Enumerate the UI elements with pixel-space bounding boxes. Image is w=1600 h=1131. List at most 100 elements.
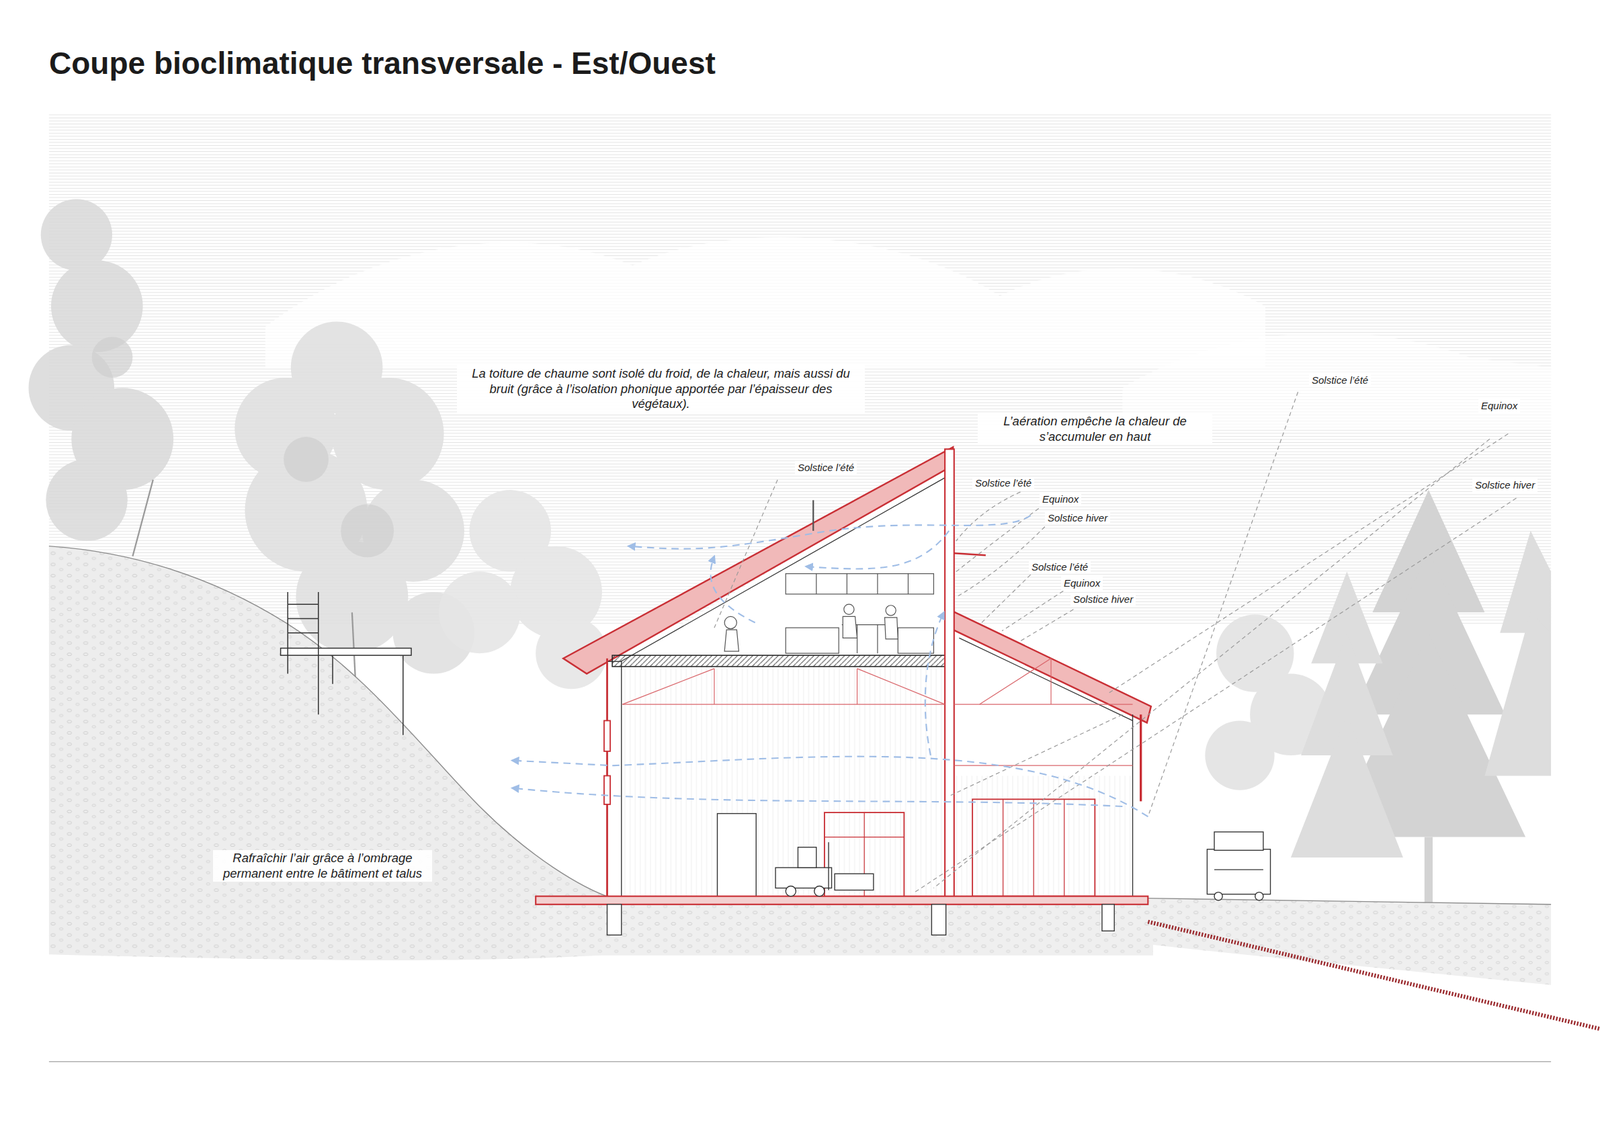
deck-part [402,655,404,735]
building-part [724,573,934,654]
sun-ray-lines-part [714,479,778,628]
deck-part [331,655,334,685]
building-part [609,665,946,898]
ground-part [49,546,613,961]
building-part-part [876,573,878,595]
building-part-part [797,847,816,868]
trees-part-part [340,503,394,558]
building-part-part [814,885,825,896]
trees-part-part [1484,612,1551,776]
building-part-part [954,703,1133,705]
sun-angle-label: Equinox [1039,492,1082,507]
building-part [950,610,1152,723]
building-part-part [885,605,896,616]
sun-angle-label: Solstice hiver [1070,592,1136,607]
sun-ray-lines-part [1020,609,1074,642]
ground-part [1147,898,1551,986]
sun-angle-label: Solstice l’été [1028,560,1091,574]
building-part [824,836,904,838]
trees-part-part [1204,720,1275,790]
truck [1206,831,1271,901]
sun-angle-label: Equinox [1478,399,1521,413]
sun-ray-lines-part [981,574,1031,623]
airflow-arrows [512,515,1148,817]
sun-ray-lines-part [913,497,1517,894]
truck-part [1214,892,1223,901]
building-part-part [856,668,858,705]
ground-part [49,546,613,961]
airflow-arrows-part [806,530,950,570]
building-part [954,775,1135,898]
building-part-part [931,904,946,936]
building-part-part [622,703,945,705]
truck-part [1206,849,1271,895]
deck-part [317,592,320,715]
building [535,446,1152,935]
sun-ray-lines [714,391,1517,894]
building-part [972,798,1095,896]
building-part-part [979,658,1051,705]
building-part-part [907,573,909,595]
deck-part [287,618,319,620]
building-part-part [954,765,1133,767]
building-part [535,896,1148,905]
sun-angle-label: Equinox [1061,576,1103,591]
building-part [1139,714,1142,802]
trees-part [28,198,175,541]
building-part-part [1063,798,1065,896]
airflow-arrows-part [512,756,1148,817]
building-part-part [785,573,934,595]
building-part [1003,798,1065,896]
deck-part [287,603,319,605]
deck-part [280,648,412,656]
ground-part [49,546,613,899]
trees-part-part [45,459,128,542]
sun-ray-lines-part [1147,391,1298,817]
building-part-part [785,627,839,654]
ground-part [530,902,1154,956]
sun-ray-lines-part [933,438,1490,888]
sun-angle-label: Solstice hiver [1472,478,1538,492]
building-part-part [844,604,855,615]
trees-part [92,336,394,558]
sun-ray-lines-part [1001,590,1064,631]
trees-part-part [283,436,329,482]
building-part [607,904,1115,936]
sun-ray-lines-part [948,714,1123,797]
building-part [944,448,955,898]
annotation-note: La toiture de chaume sont isolé du froid… [456,365,865,413]
trees-part-part [1499,530,1551,634]
page-title: Coupe bioclimatique transversale - Est/O… [49,45,716,82]
trees-part-part [92,336,134,378]
building-part-part [827,841,829,890]
building-part [609,665,946,898]
building-part [604,720,611,752]
building-part [617,477,945,664]
building-part-part [834,873,874,890]
building-part [563,446,953,674]
sun-angle-label: Solstice l’été [972,476,1035,490]
building-part-part [846,573,848,595]
trees-part [1204,614,1332,790]
building-part-part [775,867,832,888]
building-part-part [897,627,934,654]
building-part [612,655,947,667]
building-part-part [724,629,739,652]
building-part-part [885,617,899,640]
trees-part-part [132,479,153,557]
building-part-part [842,616,857,638]
building-part-part [622,668,715,705]
building-part [954,553,986,556]
building-part-part [815,573,817,595]
building-part [824,812,904,899]
deck [280,592,412,736]
sun-angle-label: Solstice l’été [1309,373,1371,388]
building-part [775,841,874,897]
sun-angle-label: Solstice hiver [1044,511,1111,525]
building-part-part [857,668,946,705]
building-part [717,813,757,898]
building-part [622,658,1133,766]
truck-part [1255,892,1264,901]
airflow-arrows-part [925,612,945,756]
building-part-part [1002,798,1004,896]
